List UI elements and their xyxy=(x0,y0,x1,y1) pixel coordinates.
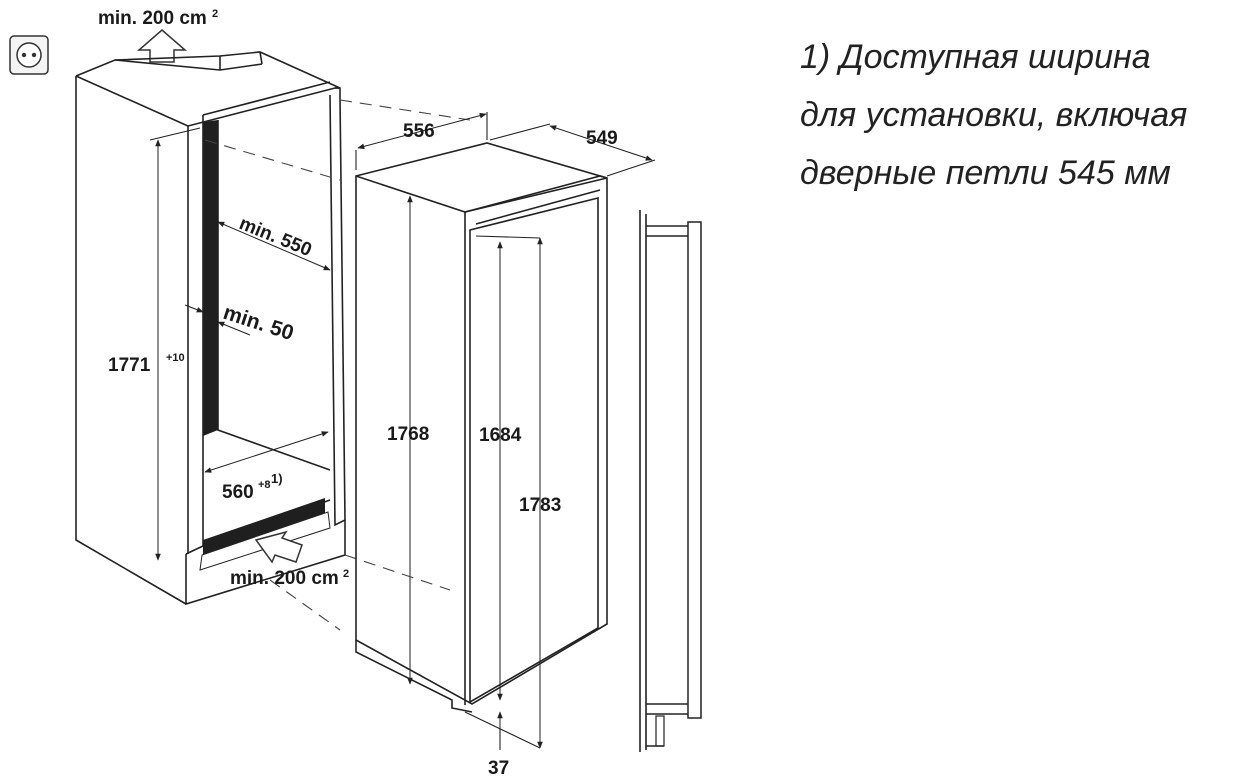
niche-height-label: 1771 xyxy=(108,355,151,376)
footnote-text: 1) Доступная ширина для установки, включ… xyxy=(800,28,1230,202)
dim-ext xyxy=(149,127,201,141)
dim-ext xyxy=(489,123,551,141)
footnote-line-3: дверные петли 545 мм xyxy=(800,154,1171,192)
gap-min-label: min. 50 xyxy=(220,301,296,345)
projection-line xyxy=(204,139,341,181)
air-out-arrow-icon xyxy=(136,29,188,63)
unit-height-label: 1768 xyxy=(387,424,429,445)
vent-top-sup: 2 xyxy=(212,8,218,20)
unit-depth-dim xyxy=(549,125,653,161)
niche-width-tol: +8 xyxy=(258,479,271,491)
air-in-arrow-icon xyxy=(254,530,303,564)
niche-height-tol: +10 xyxy=(166,352,185,364)
niche-width-dim xyxy=(204,431,329,473)
footnote-line-2: для установки, включая xyxy=(800,96,1188,134)
power-socket-icon xyxy=(9,35,49,75)
gap-min-arrow-left xyxy=(184,304,204,313)
niche-cabinet xyxy=(75,51,346,606)
footnote-line-1: 1) Доступная ширина xyxy=(800,38,1151,76)
appliance-body xyxy=(355,142,608,713)
niche-width-label: 560 xyxy=(222,482,254,503)
door-height-label: 1684 xyxy=(479,425,522,446)
vent-bottom-label: min. 200 cm xyxy=(230,568,339,589)
unit-width-label: 556 xyxy=(403,121,435,142)
niche-width-note: 1) xyxy=(271,471,283,486)
unit-width-dim xyxy=(357,112,487,150)
dim-ext xyxy=(464,711,541,749)
gap-min-arrow-right xyxy=(217,321,251,336)
dim-ext xyxy=(475,235,541,239)
vent-top-label: min. 200 cm xyxy=(98,8,207,29)
unit-depth-label: 549 xyxy=(586,128,618,149)
projection-line xyxy=(339,99,471,121)
projection-line xyxy=(344,554,451,591)
depth-min-label: min. 550 xyxy=(236,213,314,261)
depth-min-dim xyxy=(217,221,331,271)
dim-ext xyxy=(606,159,656,177)
bottom-offset-label: 37 xyxy=(488,758,509,779)
total-height-label: 1783 xyxy=(519,495,561,516)
projection-line xyxy=(269,579,341,631)
door-panel-side xyxy=(639,210,702,752)
vent-bottom-sup: 2 xyxy=(343,568,349,580)
